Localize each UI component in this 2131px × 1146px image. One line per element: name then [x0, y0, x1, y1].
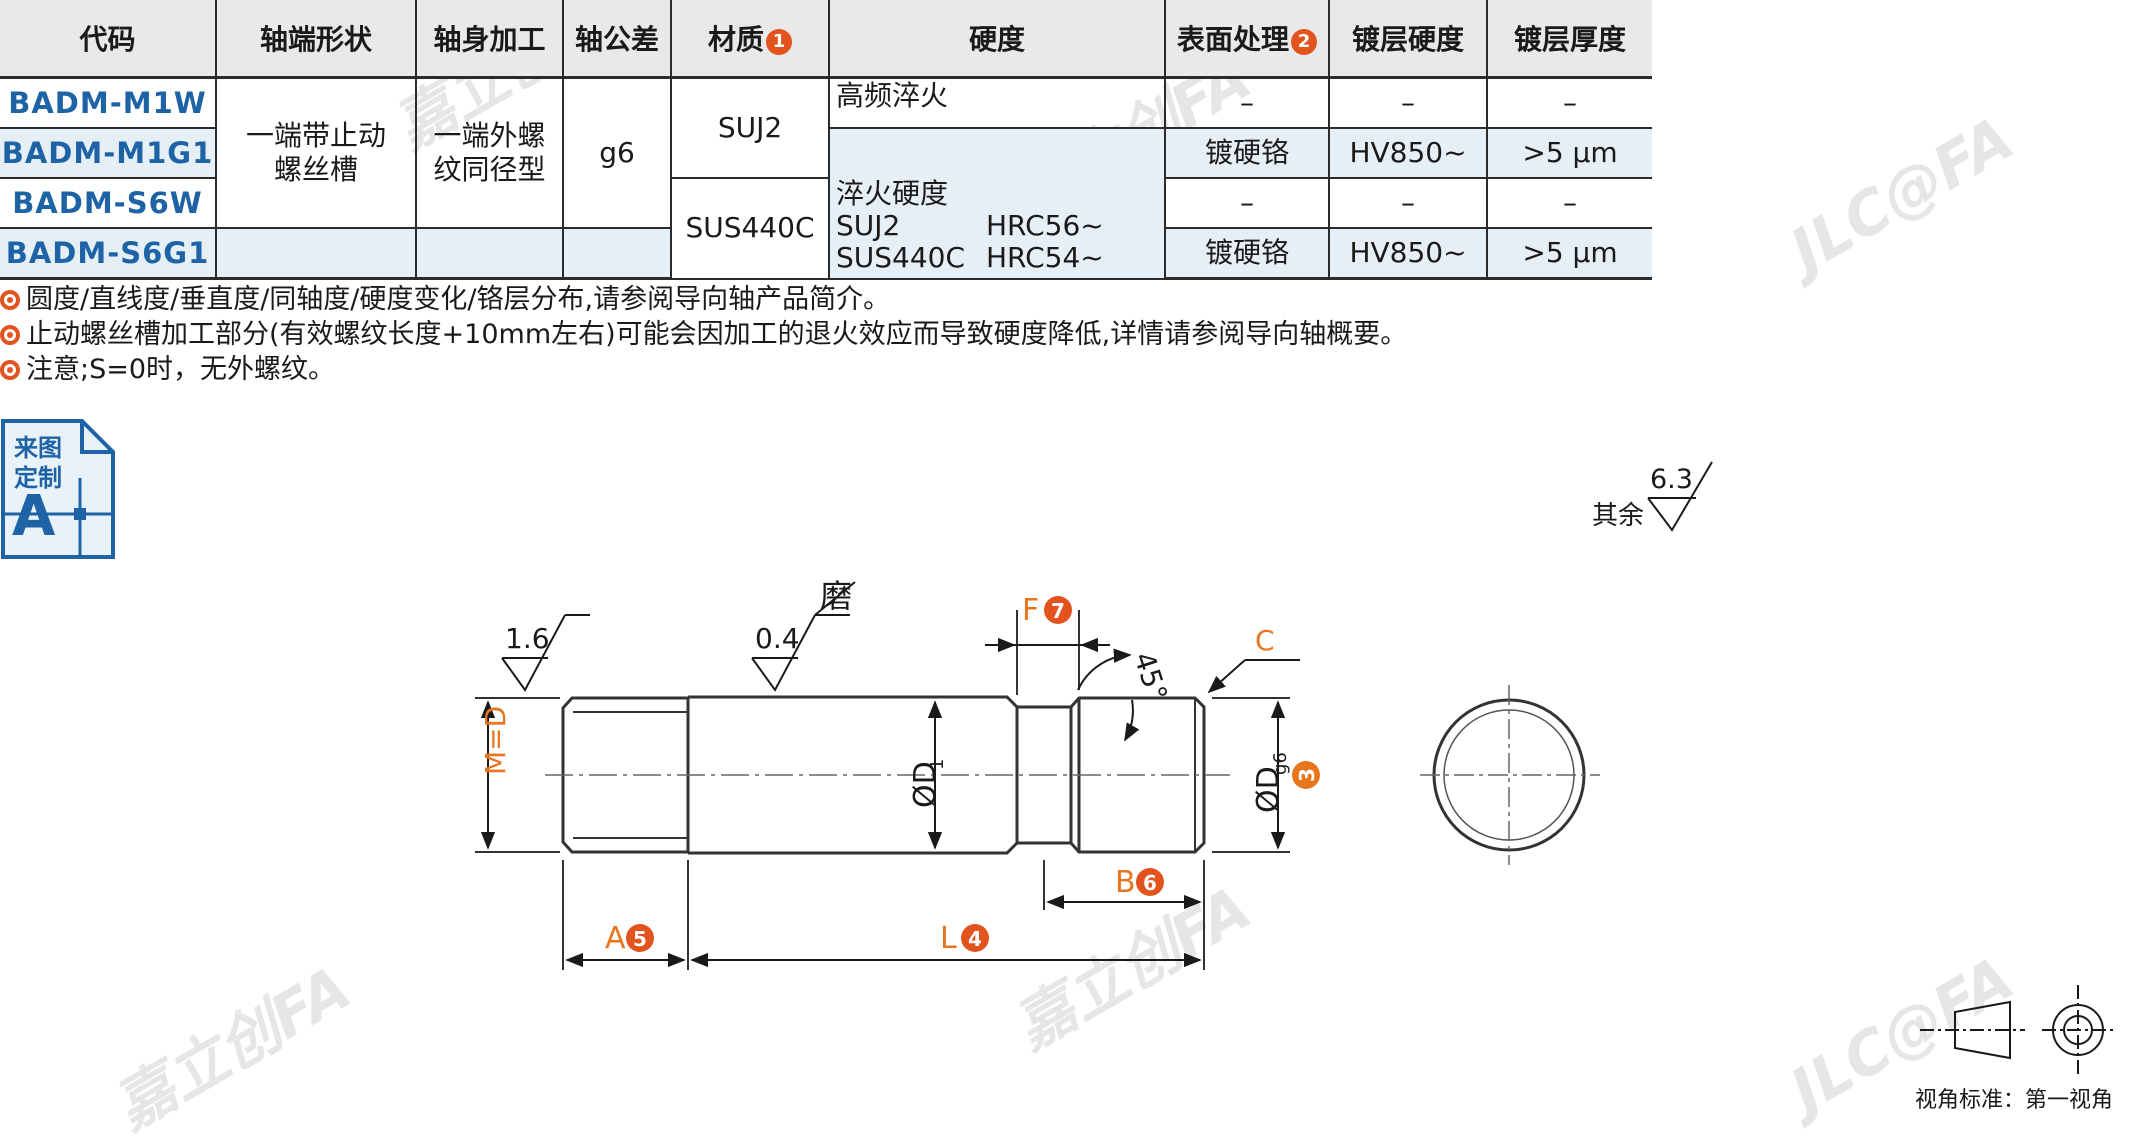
- dim-a-label: A: [605, 921, 626, 956]
- header-shaft-body: 轴身加工: [416, 0, 564, 79]
- angle-label: 45°: [1127, 648, 1174, 705]
- notes-list: 圆度/直线度/垂直度/同轴度/硬度变化/铬层分布,请参阅导向轴产品简介。 止动螺…: [0, 282, 1407, 387]
- badge-3: 3: [1292, 761, 1320, 789]
- material-cell: SUJ2: [671, 77, 830, 179]
- header-code: 代码: [0, 0, 217, 79]
- code-cell: BADM-M1G1: [0, 128, 217, 179]
- surface-cell: 镀硬铬: [1165, 128, 1330, 179]
- note-item: 注意;S=0时，无外螺纹。: [0, 352, 1407, 387]
- table-row: BADM-S6G1 镀硬铬 HV850~ >5 µm: [0, 228, 1652, 280]
- tolerance-cell: g6: [563, 77, 672, 229]
- extension-lines: [475, 610, 1290, 970]
- first-angle-projection-icon: [1920, 985, 2115, 1075]
- plating-hardness-cell: –: [1329, 77, 1488, 129]
- shaft-body-cell: 一端外螺纹同径型: [416, 77, 564, 229]
- badge-7: 7: [1044, 596, 1072, 624]
- surface-cell: –: [1165, 77, 1330, 129]
- header-plating-thickness: 镀层厚度: [1487, 0, 1652, 79]
- watermark: JLC@FA: [1778, 103, 2026, 287]
- roughness-symbols: [501, 461, 1713, 692]
- shaft-body-cell-blank: [416, 228, 564, 280]
- badge-text: 定制: [14, 464, 62, 492]
- bullet-icon: [0, 359, 20, 380]
- code-cell: BADM-S6G1: [0, 228, 217, 280]
- svg-text:7: 7: [1051, 599, 1065, 623]
- plating-thickness-cell: >5 µm: [1487, 128, 1652, 179]
- projection-label: 视角标准：第一视角: [1915, 1088, 2114, 1113]
- surface-cell: –: [1165, 178, 1330, 229]
- plating-thickness-cell: >5 µm: [1487, 228, 1652, 280]
- dim-l-label: L: [940, 921, 957, 956]
- badge-6: 6: [1136, 868, 1164, 896]
- header-plating-hardness: 镀层硬度: [1329, 0, 1488, 79]
- watermark: 嘉立创FA: [1002, 873, 1263, 1064]
- table-row: BADM-S6W SUS440C – – –: [0, 178, 1652, 280]
- grind-leader: [814, 581, 856, 616]
- plating-hardness-cell: –: [1329, 178, 1488, 229]
- header-tolerance: 轴公差: [563, 0, 672, 79]
- hardness-cell: 高频淬火: [829, 77, 1166, 129]
- code-cell: BADM-M1W: [0, 77, 217, 129]
- code-cell: BADM-S6W: [0, 178, 217, 229]
- surface-cell: 镀硬铬: [1165, 228, 1330, 280]
- plating-thickness-cell: –: [1487, 178, 1652, 229]
- plating-thickness-cell: –: [1487, 77, 1652, 129]
- note-item: 止动螺丝槽加工部分(有效螺纹长度+10mm左右)可能会因加工的退火效应而导致硬度…: [0, 317, 1407, 352]
- dim-dg6-label: ØD g6: [1251, 752, 1291, 813]
- bullet-icon: [0, 289, 20, 310]
- badge-4: 4: [961, 924, 989, 952]
- end-view: [1420, 685, 1600, 865]
- shaft-end-cell-blank: [216, 228, 417, 280]
- svg-text:g6: g6: [1270, 752, 1291, 775]
- badge-5: 5: [626, 924, 654, 952]
- badge-text: 来图: [14, 434, 62, 462]
- svg-text:5: 5: [633, 927, 647, 951]
- material-cell: SUS440C: [671, 178, 830, 280]
- badge-letter: A: [12, 484, 56, 549]
- roughness-thread-value: 1.6: [505, 622, 550, 655]
- note-item: 圆度/直线度/垂直度/同轴度/硬度变化/铬层分布,请参阅导向轴产品简介。: [0, 282, 1407, 317]
- watermark: 嘉立创FA: [102, 953, 363, 1144]
- svg-text:1: 1: [927, 759, 948, 770]
- plating-hardness-cell: HV850~: [1329, 128, 1488, 179]
- custom-drawing-badge[interactable]: 来图 定制 A: [0, 418, 116, 560]
- dim-md-label: M=D: [479, 706, 512, 775]
- dim-f-label: F: [1022, 593, 1039, 628]
- grind-label: 磨: [820, 577, 852, 615]
- header-hardness: 硬度: [829, 0, 1166, 79]
- table-row: BADM-M1W 一端带止动螺丝槽 一端外螺纹同径型 g6 SUJ2 高频淬火 …: [0, 77, 1652, 229]
- plating-hardness-cell: HV850~: [1329, 228, 1488, 280]
- roughness-other-value: 6.3: [1650, 464, 1693, 495]
- document-icon: [1, 419, 115, 559]
- tolerance-cell-blank: [563, 228, 672, 280]
- dim-d1-label: ØD 1: [908, 759, 948, 808]
- roughness-other-label: 其余: [1592, 501, 1645, 531]
- chamfer-label: C: [1255, 624, 1275, 657]
- svg-text:6: 6: [1143, 871, 1157, 895]
- bullet-icon: [0, 324, 20, 345]
- note-badge-1: 1: [766, 29, 792, 55]
- roughness-body-value: 0.4: [755, 622, 800, 655]
- dimension-lines: [480, 637, 1300, 968]
- svg-text:ØD: ØD: [908, 761, 943, 808]
- shaft-end-cell: 一端带止动螺丝槽: [216, 77, 417, 229]
- note-badge-2: 2: [1291, 29, 1317, 55]
- svg-text:ØD: ØD: [1251, 766, 1286, 813]
- header-shaft-end: 轴端形状: [216, 0, 417, 79]
- shaft-outline: [561, 695, 1206, 855]
- svg-text:3: 3: [1295, 768, 1319, 782]
- dim-b-label: B: [1115, 865, 1136, 900]
- svg-text:4: 4: [968, 927, 982, 951]
